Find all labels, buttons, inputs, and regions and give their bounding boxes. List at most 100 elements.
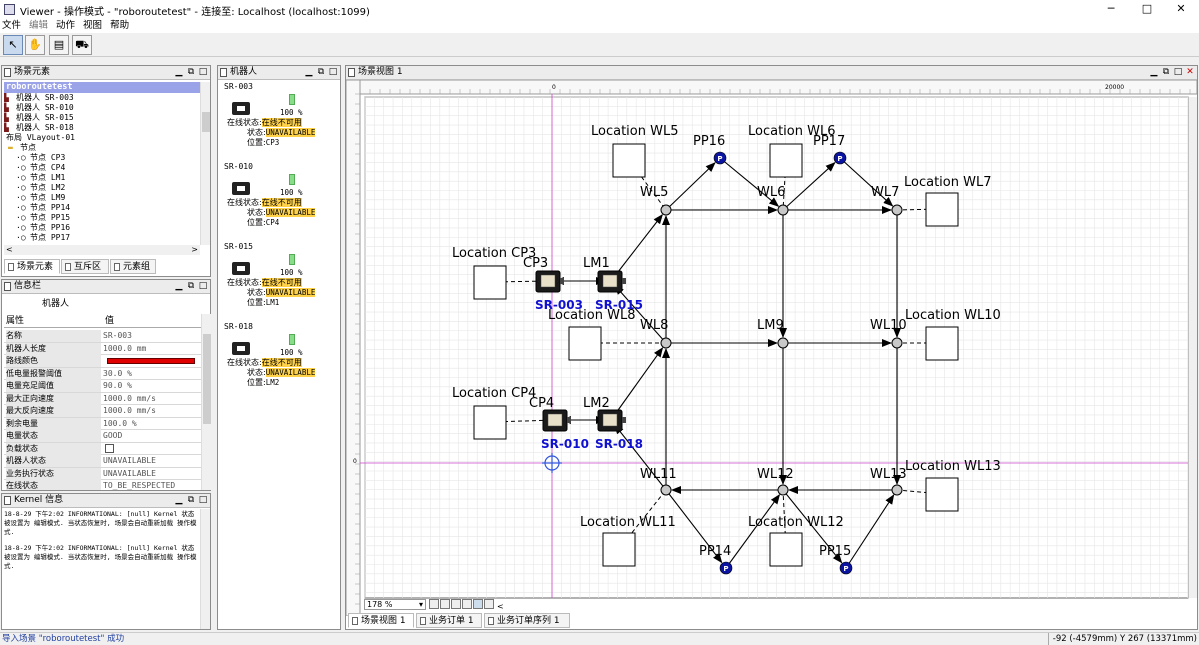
kernel-scrollbar[interactable] bbox=[200, 509, 210, 629]
menu-edit[interactable]: 编辑 bbox=[29, 20, 49, 31]
path-point[interactable] bbox=[660, 204, 672, 216]
tree-item[interactable]: ·○节点 CP4 bbox=[4, 163, 200, 173]
path-edge[interactable] bbox=[665, 162, 716, 211]
panel-maximize-button[interactable]: □ bbox=[328, 67, 338, 77]
column-header-value[interactable]: 值 bbox=[105, 316, 115, 326]
tab-transport-order[interactable]: 业务订单 1 bbox=[416, 613, 482, 628]
load-state-checkbox[interactable] bbox=[105, 443, 114, 453]
vehicle-body[interactable] bbox=[602, 274, 618, 288]
panel-float-button[interactable]: ⧉ bbox=[187, 67, 195, 77]
path-point[interactable] bbox=[891, 204, 903, 216]
panel-minimize-button[interactable]: ▁ bbox=[175, 67, 183, 77]
location-box[interactable] bbox=[473, 405, 507, 440]
panel-minimize-button[interactable]: ▁ bbox=[1150, 67, 1158, 77]
path-edge[interactable] bbox=[782, 489, 843, 564]
tree-item[interactable]: ·○节点 PP14 bbox=[4, 203, 200, 213]
location-box[interactable] bbox=[568, 326, 602, 361]
panel-close-button[interactable]: ✕ bbox=[1186, 67, 1194, 77]
path-point[interactable] bbox=[660, 484, 672, 496]
info-scrollbar[interactable] bbox=[201, 314, 211, 490]
parking-point[interactable] bbox=[713, 151, 727, 165]
scroll-left-icon[interactable]: < bbox=[497, 602, 504, 611]
panel-float-button[interactable]: ⧉ bbox=[317, 67, 325, 77]
column-header-property[interactable]: 属性 bbox=[6, 316, 25, 326]
location-box[interactable] bbox=[769, 143, 803, 178]
vehicle-body[interactable] bbox=[547, 413, 563, 427]
path-edge[interactable] bbox=[782, 162, 836, 211]
location-box[interactable] bbox=[769, 532, 803, 567]
tree-item[interactable]: ·○节点 PP17 bbox=[4, 233, 200, 243]
panel-maximize-button[interactable]: □ bbox=[198, 67, 208, 77]
tree-item[interactable]: ·○节点 PP16 bbox=[4, 223, 200, 233]
menu-help[interactable]: 帮助 bbox=[110, 20, 130, 31]
path-point[interactable] bbox=[891, 337, 903, 349]
vehicle-body[interactable] bbox=[622, 417, 626, 423]
minimize-button[interactable]: ─ bbox=[1107, 2, 1115, 15]
ruler-toggle-icon[interactable] bbox=[440, 599, 450, 609]
menu-action[interactable]: 动作 bbox=[56, 20, 76, 31]
tree-item[interactable]: ·○节点 CP3 bbox=[4, 153, 200, 163]
property-row[interactable]: 路线颜色 bbox=[4, 355, 202, 368]
property-row[interactable]: 负载状态 bbox=[4, 442, 202, 455]
tree-item[interactable]: ·○节点 LM9 bbox=[4, 193, 200, 203]
canvas-vscrollbar[interactable] bbox=[1189, 97, 1197, 598]
tree-item[interactable]: ▬节点 bbox=[4, 143, 200, 153]
route-color-swatch[interactable] bbox=[107, 358, 195, 364]
panel-maximize-button[interactable]: □ bbox=[198, 281, 208, 291]
panel-minimize-button[interactable]: ▁ bbox=[175, 495, 183, 505]
path-edge[interactable] bbox=[610, 347, 664, 421]
path-edge[interactable] bbox=[839, 157, 894, 207]
path-point[interactable] bbox=[891, 484, 903, 496]
create-peripheral-button[interactable]: ⛟ bbox=[72, 35, 92, 55]
vehicle-body[interactable] bbox=[540, 274, 556, 288]
panel-minimize-button[interactable]: ▁ bbox=[305, 67, 313, 77]
panel-float-button[interactable]: ⧉ bbox=[187, 281, 195, 291]
path-point[interactable] bbox=[660, 337, 672, 349]
location-box[interactable] bbox=[602, 532, 636, 567]
panel-maximize-button[interactable]: □ bbox=[198, 495, 208, 505]
parking-point[interactable] bbox=[833, 151, 847, 165]
labels-toggle-icon[interactable] bbox=[451, 599, 461, 609]
path-edge[interactable] bbox=[614, 423, 667, 491]
menu-view[interactable]: 视图 bbox=[83, 20, 103, 31]
location-box[interactable] bbox=[473, 265, 507, 300]
parking-point[interactable] bbox=[719, 561, 733, 575]
tree-item[interactable]: ▙机器人 SR-015 bbox=[4, 113, 200, 123]
grid-toggle-icon[interactable] bbox=[429, 599, 439, 609]
parking-point[interactable] bbox=[839, 561, 853, 575]
path-point[interactable] bbox=[777, 204, 789, 216]
tab-order-sequence[interactable]: 业务订单序列 1 bbox=[484, 613, 570, 628]
tree-item[interactable]: ▙机器人 SR-010 bbox=[4, 103, 200, 113]
close-button[interactable]: ✕ bbox=[1176, 2, 1186, 15]
model-root-node[interactable]: roboroutetest bbox=[4, 82, 200, 93]
tree-item[interactable]: 布局 VLayout-01 bbox=[4, 133, 200, 143]
cursor-mode-icon[interactable] bbox=[484, 599, 494, 609]
menu-file[interactable]: 文件 bbox=[2, 20, 22, 31]
location-box[interactable] bbox=[925, 326, 959, 361]
path-edge[interactable] bbox=[725, 494, 781, 569]
panel-minimize-button[interactable]: ▁ bbox=[175, 281, 183, 291]
tree-item[interactable]: ·○节点 LM1 bbox=[4, 173, 200, 183]
zoom-select[interactable]: 178 % ▾ bbox=[364, 599, 426, 610]
path-edge[interactable] bbox=[665, 489, 723, 564]
path-point[interactable] bbox=[777, 484, 789, 496]
tree-item[interactable]: ·○节点 PP15 bbox=[4, 213, 200, 223]
zoom-fit-icon[interactable] bbox=[473, 599, 483, 609]
panel-float-button[interactable]: ⧉ bbox=[1162, 67, 1170, 77]
scene-tree-hscrollbar[interactable]: <> bbox=[4, 245, 200, 255]
tree-item[interactable]: ·○节点 LM2 bbox=[4, 183, 200, 193]
pan-tool-button[interactable]: ✋ bbox=[25, 35, 45, 55]
blocks-toggle-icon[interactable] bbox=[462, 599, 472, 609]
